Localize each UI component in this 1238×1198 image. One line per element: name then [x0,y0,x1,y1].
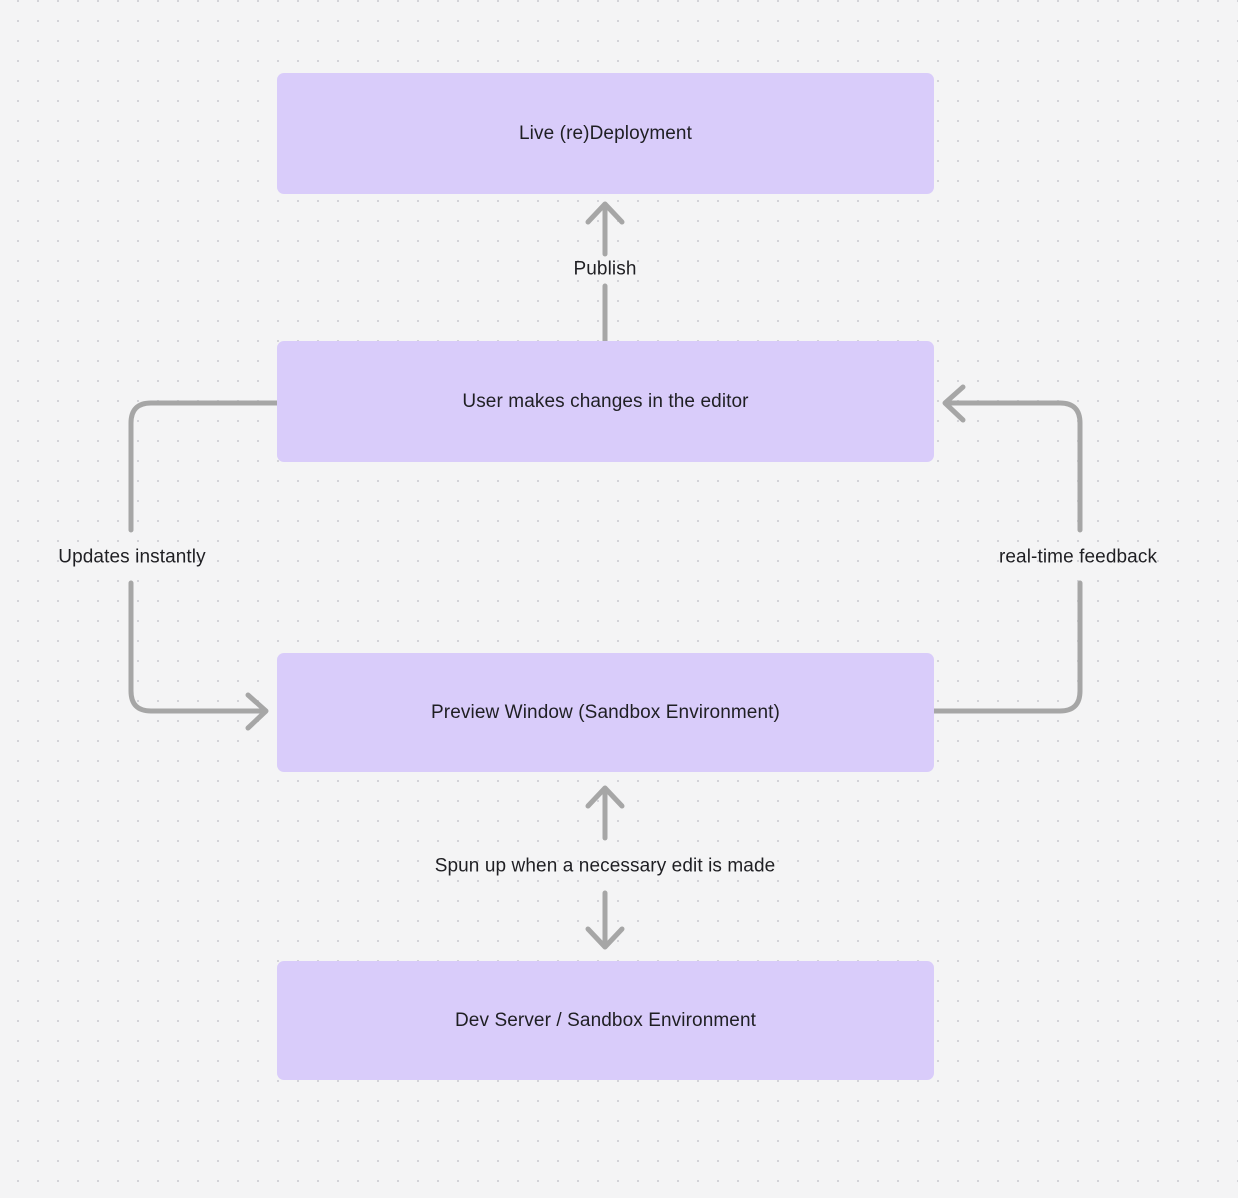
edge-publish-arrowhead-icon [585,201,625,225]
node-live-deployment[interactable]: Live (re)Deployment [277,73,934,194]
node-dev-server[interactable]: Dev Server / Sandbox Environment [277,961,934,1080]
edge-updates-instantly-arrowhead-icon [245,692,269,731]
edge-spun-up-arrowhead-down-icon [585,926,625,950]
edge-label-publish: Publish [573,258,637,280]
node-dev-server-label: Dev Server / Sandbox Environment [454,1009,756,1031]
edge-label-real-time-feedback: real-time feedback [998,546,1158,568]
edge-label-spun-up: Spun up when a necessary edit is made [434,855,776,877]
edge-real-time-feedback-arrowhead-icon [942,384,966,423]
node-live-deployment-label: Live (re)Deployment [519,122,692,144]
edge-real-time-feedback-upper-segment [946,400,1083,533]
node-preview-window-label: Preview Window (Sandbox Environment) [431,701,780,723]
edge-label-updates-instantly: Updates instantly [58,546,206,568]
node-user-edits-label: User makes changes in the editor [462,390,749,412]
node-preview-window[interactable]: Preview Window (Sandbox Environment) [277,653,934,772]
edge-spun-up-arrowhead-up-icon [585,785,625,809]
edge-updates-instantly-lower-segment [128,580,265,714]
node-user-edits[interactable]: User makes changes in the editor [277,341,934,462]
edge-updates-instantly-upper-segment [128,400,280,533]
edge-real-time-feedback-lower-segment [931,580,1083,714]
